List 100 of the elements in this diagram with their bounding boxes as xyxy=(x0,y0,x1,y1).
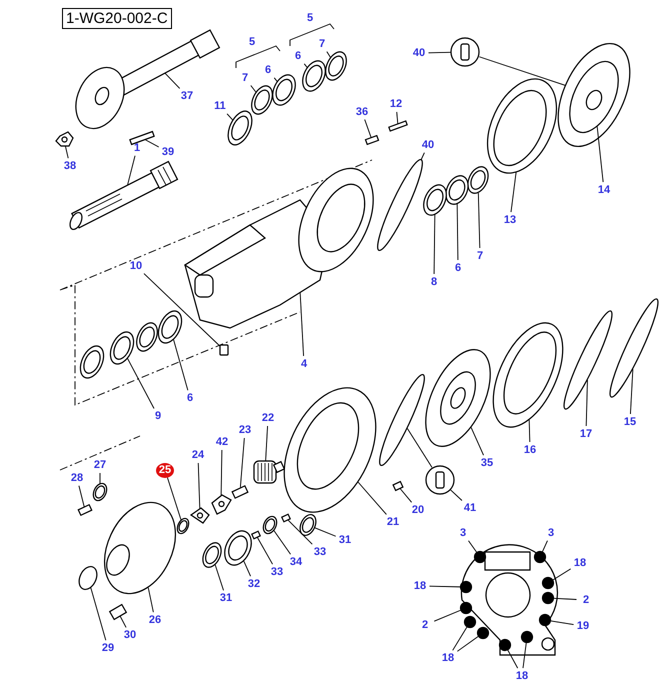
callout-number: 37 xyxy=(178,88,196,104)
leader-line xyxy=(434,610,462,622)
leader-line xyxy=(630,368,634,414)
leader-line xyxy=(452,626,468,651)
bolt-symbol xyxy=(542,592,554,604)
leader-line xyxy=(148,587,154,613)
thrust-washer-drawing xyxy=(262,516,278,534)
ring-gear-drawing xyxy=(486,78,558,174)
leader-line xyxy=(554,598,577,600)
leader-line xyxy=(596,126,604,182)
leader-line xyxy=(428,52,451,54)
washer-drawing xyxy=(176,518,190,534)
bolt-symbol xyxy=(464,616,476,628)
leader-line xyxy=(434,214,436,274)
callout-number: 18 xyxy=(571,556,589,570)
callout-number: 39 xyxy=(159,144,177,160)
planet-carrier-drawing xyxy=(284,387,376,513)
bolt-symbol xyxy=(474,550,486,564)
callout-number: 3 xyxy=(454,526,472,540)
detail-icon xyxy=(450,37,480,67)
leader-line xyxy=(144,273,220,346)
callout-number: 15 xyxy=(621,414,639,430)
leader-line xyxy=(542,540,548,552)
bolt-symbol xyxy=(498,638,512,652)
callout-number: 31 xyxy=(336,532,354,548)
bearing-drawing xyxy=(325,51,347,81)
callout-number: 38 xyxy=(61,158,79,174)
nut-drawing xyxy=(55,131,74,147)
leader-line xyxy=(507,650,518,669)
callout-number: 11 xyxy=(211,98,229,114)
callout-number: 14 xyxy=(595,182,613,198)
leader-line xyxy=(364,119,372,138)
leader-line xyxy=(226,113,234,120)
leader-line xyxy=(314,527,336,537)
leader-line xyxy=(586,380,588,426)
callout-number: 7 xyxy=(236,70,254,86)
callout-number: 18 xyxy=(411,578,429,594)
callout-number: 6 xyxy=(181,390,199,406)
leader-line xyxy=(164,72,180,89)
bearing-cup-drawing xyxy=(272,74,296,106)
leader-line xyxy=(257,537,273,565)
leader-line xyxy=(552,568,572,580)
gear-drawing xyxy=(224,530,252,566)
leader-line xyxy=(522,642,527,669)
leader-line xyxy=(470,426,484,456)
leader-line xyxy=(478,56,566,86)
seal-ring-drawing xyxy=(423,184,447,216)
leader-line xyxy=(288,520,313,545)
housing-drawing xyxy=(184,168,374,329)
pin-drawing xyxy=(250,530,262,540)
callout-number: 7 xyxy=(313,36,331,52)
callout-number: 29 xyxy=(99,640,117,656)
leader-line xyxy=(90,587,106,641)
bolt-symbol xyxy=(460,580,472,594)
callout-number: 36 xyxy=(353,104,371,120)
callout-number: 40 xyxy=(410,46,428,60)
thrust-washer-drawing xyxy=(202,542,222,568)
callout-number: 18 xyxy=(513,668,531,681)
washer-drawing xyxy=(92,482,108,502)
bolt-symbol xyxy=(520,630,534,644)
callout-number: 6 xyxy=(289,48,307,64)
lock-plate-drawing xyxy=(211,494,232,515)
callout-number: 33 xyxy=(311,544,329,560)
callout-number: 6 xyxy=(449,260,467,276)
o-ring-drawing xyxy=(558,42,630,148)
leader-line xyxy=(173,339,188,391)
hub-drawing xyxy=(104,502,176,594)
callout-number: 12 xyxy=(387,96,405,112)
bearing-cup-drawing xyxy=(158,310,182,344)
callout-number: 40 xyxy=(419,138,437,152)
leader-line xyxy=(220,450,222,496)
leader-line xyxy=(243,560,251,577)
leader-line xyxy=(240,438,245,488)
pin-drawing xyxy=(364,134,380,146)
callout-number: 31 xyxy=(217,590,235,606)
callout-number: 42 xyxy=(213,434,231,450)
o-ring-drawing xyxy=(377,159,423,251)
callout-number: 28 xyxy=(68,470,86,486)
callout-number: 9 xyxy=(149,408,167,424)
callout-number: 20 xyxy=(409,502,427,518)
leader-line xyxy=(456,636,479,652)
callout-number: 2 xyxy=(577,592,595,608)
bolt-symbol xyxy=(534,550,546,564)
leader-line xyxy=(273,530,291,555)
callout-number: 16 xyxy=(521,442,539,458)
friction-disc-drawing xyxy=(425,349,491,447)
callout-number: 22 xyxy=(259,410,277,426)
leader-line xyxy=(214,564,224,591)
seal-ring-drawing xyxy=(228,110,252,146)
leader-line xyxy=(78,485,85,508)
callout-number: 1 xyxy=(128,140,146,156)
leader-line xyxy=(250,85,256,92)
leader-line xyxy=(528,420,530,442)
leader-line xyxy=(120,616,127,628)
bearing-cup-drawing xyxy=(445,175,469,205)
callout-number: 41 xyxy=(461,500,479,516)
callout-number: 18 xyxy=(439,650,457,666)
leader-line xyxy=(127,155,136,186)
bearing-drawing xyxy=(467,166,489,194)
callout-number: 27 xyxy=(91,458,109,472)
